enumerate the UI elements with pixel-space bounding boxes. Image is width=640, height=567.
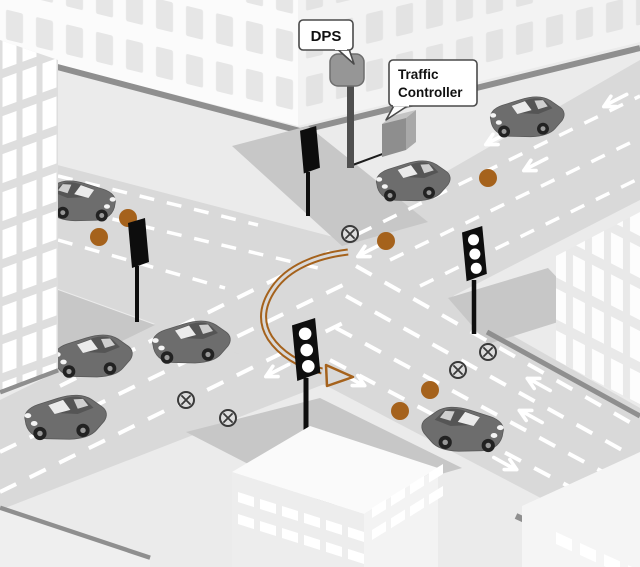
traffic-controller-label-text-line2: Controller xyxy=(398,85,463,100)
sidewalk-edge-line xyxy=(0,505,151,561)
left-turn-arrow xyxy=(260,248,355,388)
traffic-controller-label: Traffic Controller xyxy=(385,59,478,121)
building-east xyxy=(485,212,640,419)
road-sensor-dot xyxy=(479,169,497,187)
road-sensor-dot xyxy=(421,381,439,399)
building-top-left xyxy=(0,0,640,134)
building-bottom-center xyxy=(232,426,443,567)
road-sensor-dot xyxy=(90,228,108,246)
traffic-controller-label-text-line1: Traffic xyxy=(398,67,439,82)
traffic-light-back-icon xyxy=(128,218,149,322)
traffic-controller-box xyxy=(382,110,416,157)
dps-camera-icon xyxy=(329,53,365,87)
crossed-circle-sensor-icon xyxy=(219,409,237,427)
crossed-circle-sensor-icon xyxy=(177,391,195,409)
crossed-circle-sensor-icon xyxy=(449,361,467,379)
building-bottom-left xyxy=(0,505,151,567)
road-sensor-dots xyxy=(90,169,497,420)
building-bottom-right xyxy=(514,452,640,567)
signal-wire xyxy=(349,151,389,167)
road-sensor-dot xyxy=(391,402,409,420)
dps-camera-assembly xyxy=(329,53,389,168)
sidewalk-edge-line xyxy=(485,329,640,419)
dps-label: DPS xyxy=(298,19,355,65)
crossed-circle-sensor-icon xyxy=(479,343,497,361)
sidewalk-edge-line xyxy=(0,367,59,395)
traffic-light-icon xyxy=(462,226,487,334)
building-west-tower xyxy=(0,40,59,395)
apron-north xyxy=(232,126,428,246)
dps-label-text: DPS xyxy=(311,28,342,45)
apron-east xyxy=(448,268,590,344)
traffic-light-back-icon xyxy=(300,126,320,216)
dps-pole xyxy=(347,84,354,168)
road-sensor-dot xyxy=(377,232,395,250)
crossed-circle-sensor-icon xyxy=(341,225,359,243)
